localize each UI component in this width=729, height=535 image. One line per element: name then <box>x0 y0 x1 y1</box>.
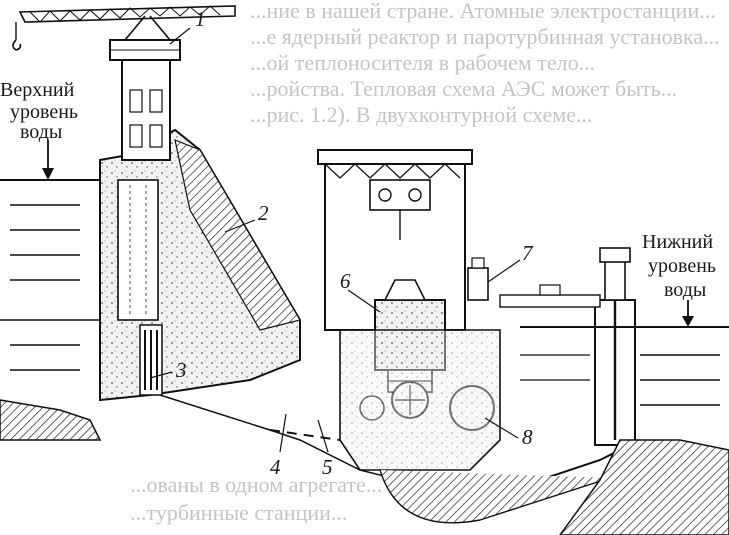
lower-water <box>520 326 729 406</box>
upper-water <box>0 179 110 371</box>
tailrace-gate-tower <box>499 247 636 446</box>
bleed-line-5: ...рис. 1.2). В двухконтурной схеме... <box>250 102 592 127</box>
callout-numbers: 1 2 3 4 5 6 7 8 <box>175 7 534 479</box>
ground-right <box>559 439 729 535</box>
upper-level-line-2: уровень <box>10 101 78 123</box>
callout-2: 2 <box>258 201 269 225</box>
lower-level-line-2: уровень <box>648 255 716 277</box>
water-conduit <box>269 429 341 441</box>
upper-level-arrow <box>42 140 54 180</box>
bleed-through-text: ...ние в нашей стране. Атомные электрост… <box>130 0 720 525</box>
bleed-line-3: ...ой теплоносителя в рабочем тело... <box>250 50 595 75</box>
bleed-line-4: ...ройства. Тепловая схема АЭС может быт… <box>250 76 677 101</box>
powerhouse <box>317 149 501 471</box>
callout-4: 4 <box>270 455 281 479</box>
bleed-line-2: ...е ядерный реактор и паротурбинная уст… <box>250 24 720 49</box>
callout-7: 7 <box>522 241 534 265</box>
callout-3: 3 <box>175 358 187 382</box>
ground-left <box>0 399 102 441</box>
lower-level-line-1: Нижний <box>642 231 713 253</box>
upper-level-label: Верхний уровень воды <box>0 79 78 143</box>
bleed-line-1: ...ние в нашей стране. Атомные электрост… <box>250 0 716 23</box>
dam-body <box>99 128 301 402</box>
upper-level-line-3: воды <box>20 121 62 143</box>
lower-level-label: Нижний уровень воды <box>642 231 716 301</box>
callout-6: 6 <box>340 269 351 293</box>
bleed-line-7: ...турбинные станции... <box>130 500 347 525</box>
lower-level-line-3: воды <box>664 279 706 301</box>
callout-5: 5 <box>322 455 333 479</box>
gantry-crane <box>12 5 236 161</box>
callout-8: 8 <box>522 425 533 449</box>
callout-1: 1 <box>195 7 206 31</box>
draft-tube-foundation <box>379 469 611 524</box>
upper-level-line-1: Верхний <box>0 79 75 101</box>
lower-level-arrow <box>682 300 694 327</box>
callout-leaders <box>149 27 521 453</box>
bleed-line-6: ...ованы в одном агрегате... <box>130 472 382 497</box>
